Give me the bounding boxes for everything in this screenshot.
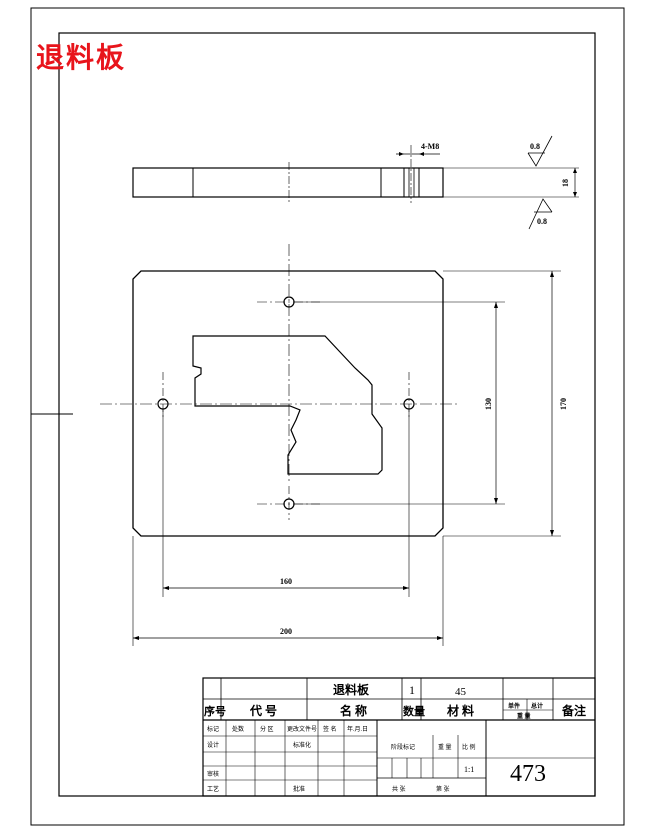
header-total: 总计	[531, 702, 543, 710]
rev-sign-label: 签 名	[323, 725, 337, 733]
side-view	[132, 135, 579, 230]
scale-value: 1:1	[464, 765, 474, 774]
review-label: 审核	[207, 770, 219, 778]
front-view	[100, 244, 561, 646]
rev-zone-label: 分 区	[260, 725, 274, 733]
outer-border	[30, 7, 625, 826]
part-name: 退料板	[333, 682, 370, 697]
rev-mark-label: 标记	[207, 725, 219, 733]
title-block	[202, 677, 596, 797]
thickness-dimension: 18	[561, 179, 570, 187]
sheet-number-label: 第 张	[436, 785, 450, 793]
header-material: 材 料	[446, 703, 474, 718]
part-quantity: 1	[409, 683, 415, 697]
roughness-bottom-value: 0.8	[537, 217, 547, 226]
overall-height-dimension: 170	[559, 398, 568, 410]
header-remark: 备注	[561, 703, 586, 718]
weight-label: 重 量	[438, 743, 452, 751]
roughness-top-value: 0.8	[530, 142, 540, 151]
hole-span-horizontal-dimension: 160	[280, 577, 292, 586]
thread-callout: 4-M8	[421, 142, 439, 151]
overall-width-dimension: 200	[280, 627, 292, 636]
header-weight: 重 量	[517, 712, 531, 720]
approve-label: 批准	[293, 785, 305, 793]
rev-date-label: 年.月.日	[347, 725, 368, 733]
header-unit: 单件	[508, 702, 520, 710]
rev-docno-label: 更改文件号	[287, 725, 317, 733]
process-label: 工艺	[207, 785, 219, 793]
stage-mark-label: 阶段标记	[391, 743, 415, 751]
header-code: 代 号	[249, 703, 277, 718]
rev-count-label: 处数	[232, 725, 244, 733]
part-material: 45	[455, 686, 467, 698]
drawing-number: 473	[510, 761, 546, 787]
hole-span-vertical-dimension: 130	[484, 398, 493, 410]
inner-border	[58, 32, 596, 797]
page-title: 退料板	[36, 41, 127, 74]
header-index: 序号	[204, 704, 226, 718]
standardize-label: 标准化	[293, 741, 311, 749]
scale-label: 比 例	[462, 743, 476, 751]
sheets-total-label: 共 张	[392, 785, 406, 793]
header-quantity: 数量	[403, 704, 425, 718]
header-name: 名 称	[340, 703, 367, 718]
design-label: 设计	[207, 741, 219, 749]
